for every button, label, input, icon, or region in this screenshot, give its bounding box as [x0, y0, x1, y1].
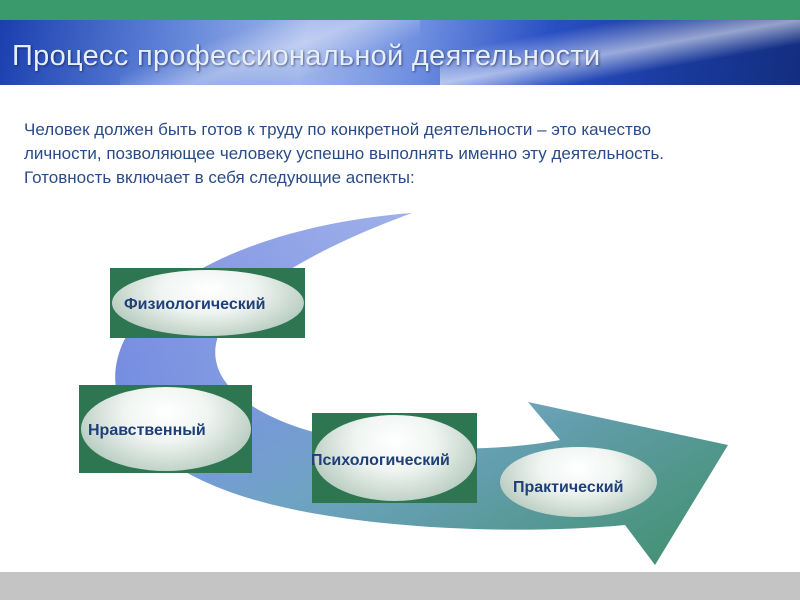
aspect-ellipse-psychological — [314, 415, 476, 501]
banner-highlight — [440, 20, 800, 85]
title-banner — [0, 20, 800, 85]
aspect-label-psychological: Психологический — [311, 452, 450, 469]
aspect-label-physiological: Физиологический — [124, 296, 266, 313]
intro-text: Человек должен быть готов к труду по кон… — [24, 118, 784, 190]
intro-line: Человек должен быть готов к труду по кон… — [24, 120, 652, 139]
intro-line: личности, позволяющее человеку успешно в… — [24, 144, 665, 163]
top-accent-bar — [0, 0, 800, 20]
aspect-ellipse-moral — [81, 387, 251, 471]
intro-line: Готовность включает в себя следующие асп… — [24, 168, 415, 187]
bottom-bar — [0, 572, 800, 600]
slide-title: Процесс профессиональной деятельности — [12, 40, 601, 72]
banner-highlight — [120, 20, 420, 85]
aspect-label-practical: Практический — [513, 479, 624, 496]
aspect-label-moral: Нравственный — [88, 422, 206, 439]
aspect-ellipse-practical — [500, 447, 657, 517]
aspect-ellipse-physiological — [112, 270, 304, 336]
